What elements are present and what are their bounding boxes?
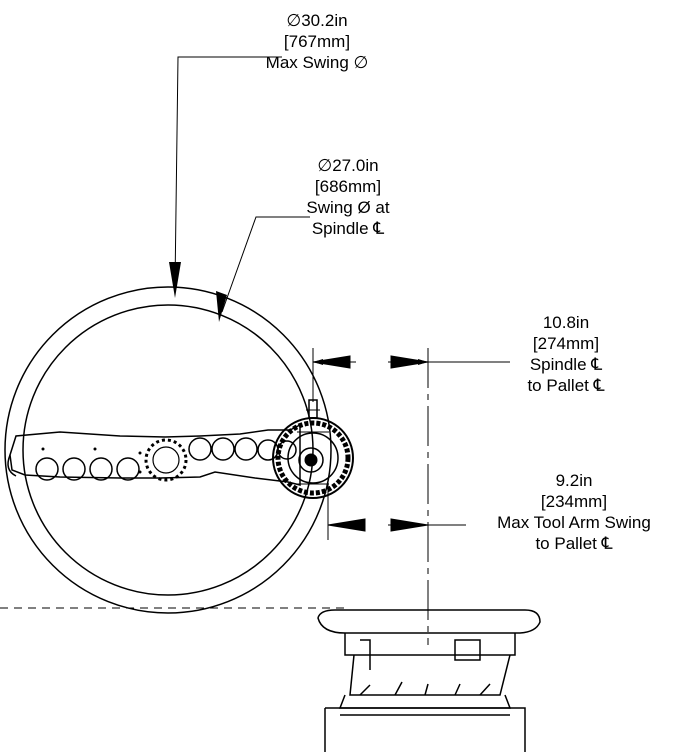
spindle-swing-description-2: Spindle ℄ <box>311 219 385 238</box>
tool-arm-to-pallet-description-1: Max Tool Arm Swing <box>497 513 651 532</box>
max-swing-mm: [767mm] <box>283 32 351 51</box>
spindle-swing-label: ∅27.0in [686mm] Swing Ø at Spindle ℄ <box>298 155 398 239</box>
spindle-swing-circle <box>22 304 314 596</box>
spindle-to-pallet-label: 10.8in [274mm] Spindle ℄ to Pallet ℄ <box>506 312 626 396</box>
max-swing-description: Max Swing ∅ <box>265 53 369 72</box>
tool-arm-to-pallet-description-2: to Pallet ℄ <box>535 534 613 553</box>
tool-arm-to-pallet-mm: [234mm] <box>540 492 608 511</box>
max-swing-label: ∅30.2in [767mm] Max Swing ∅ <box>258 10 376 73</box>
spindle-to-pallet-mm: [274mm] <box>532 334 600 353</box>
spindle-to-pallet-inches: 10.8in <box>542 313 590 332</box>
spindle-swing-description-1: Swing Ø at <box>306 198 390 217</box>
tool-arm-to-pallet-dimension <box>327 478 466 540</box>
spindle-to-pallet-dimension <box>312 348 510 402</box>
pallet-base <box>317 609 541 752</box>
spindle-swing-mm: [686mm] <box>314 177 382 196</box>
spindle-swing-inches: ∅27.0in <box>317 156 379 175</box>
spindle-to-pallet-description-1: Spindle ℄ <box>529 355 603 374</box>
max-swing-leader <box>169 56 282 298</box>
spindle-to-pallet-description-2: to Pallet ℄ <box>527 376 605 395</box>
spindle-swing-leader <box>216 216 310 322</box>
tool-arm-to-pallet-label: 9.2in [234mm] Max Tool Arm Swing to Pall… <box>466 470 682 554</box>
arm-holes <box>41 447 142 474</box>
spindle-assembly <box>272 399 354 499</box>
arm-hub <box>144 438 188 482</box>
tool-arm-pockets <box>35 437 297 481</box>
tool-arm-to-pallet-inches: 9.2in <box>555 471 593 490</box>
max-swing-inches: ∅30.2in <box>286 11 348 30</box>
max-swing-circle <box>4 286 332 614</box>
